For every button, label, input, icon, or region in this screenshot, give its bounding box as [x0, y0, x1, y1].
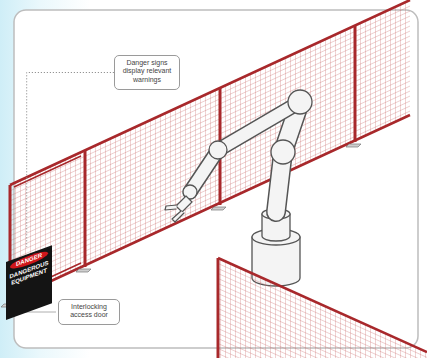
back-fence: [1, 0, 410, 307]
front-fence: [218, 258, 427, 358]
callout-box: Interlocking access door: [58, 299, 120, 325]
callout-box: Danger signs display relevant warnings: [114, 55, 180, 90]
leader-line: [27, 73, 114, 248]
callout-text: Interlocking access door: [63, 303, 115, 320]
robot-arm: [165, 90, 312, 286]
callout-text: Danger signs display relevant warnings: [119, 59, 175, 84]
